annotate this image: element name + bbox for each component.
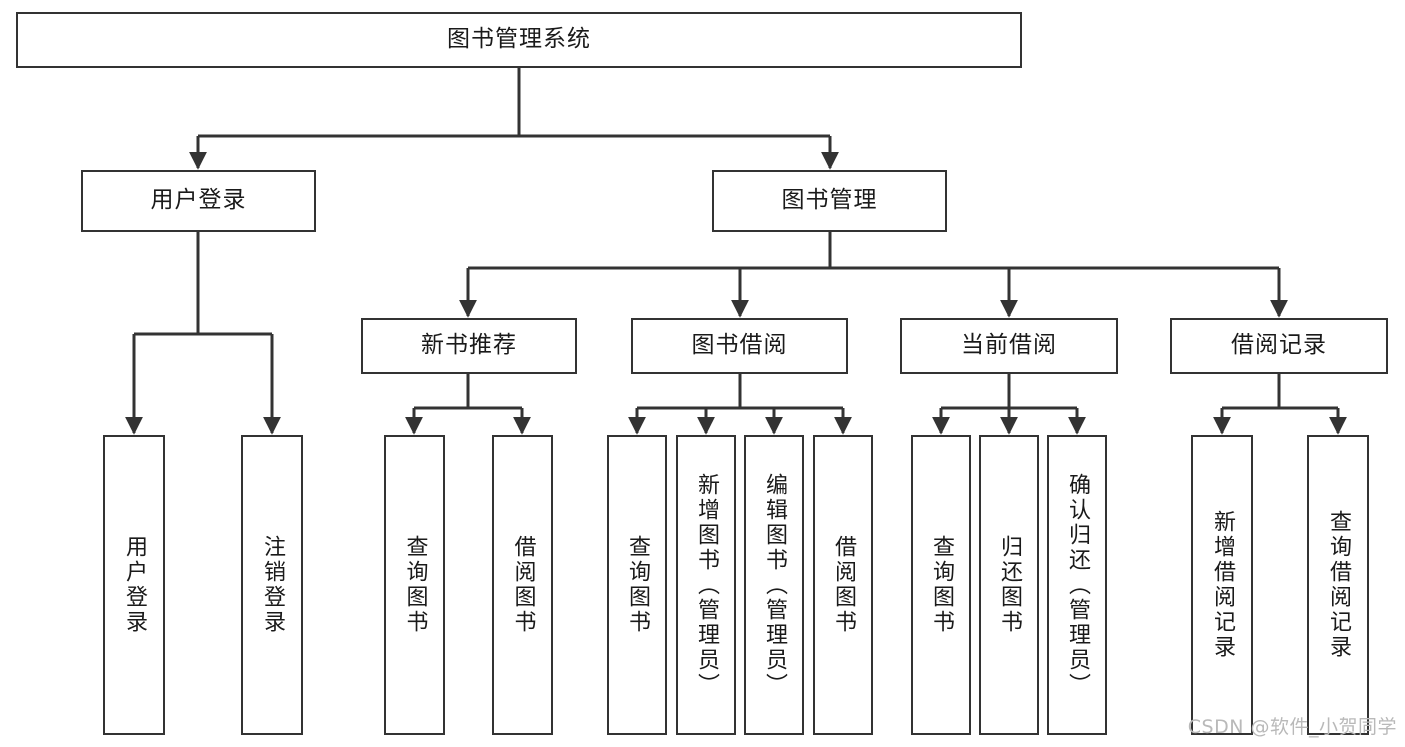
node-user-login-label: 用户登录 [150, 187, 247, 214]
node-leaf-add-book-label: 新增图书（管理员） [694, 472, 719, 698]
node-leaf-edit-book-label: 编辑图书（管理员） [762, 472, 787, 698]
node-leaf-logout[interactable]: 注销登录 [241, 435, 303, 735]
node-leaf-return-book-label: 归还图书 [997, 535, 1022, 635]
node-root-label: 图书管理系统 [447, 26, 591, 53]
node-leaf-query-book-2-label: 查询图书 [625, 535, 650, 635]
node-leaf-query-book-1[interactable]: 查询图书 [384, 435, 445, 735]
node-leaf-add-record-label: 新增借阅记录 [1210, 510, 1235, 660]
node-book-borrow-label: 图书借阅 [691, 332, 788, 359]
node-leaf-borrow-book-1[interactable]: 借阅图书 [492, 435, 553, 735]
node-leaf-confirm-return[interactable]: 确认归还（管理员） [1047, 435, 1107, 735]
node-leaf-query-book-2[interactable]: 查询图书 [607, 435, 667, 735]
node-user-login[interactable]: 用户登录 [81, 170, 316, 232]
node-leaf-query-book-3-label: 查询图书 [929, 535, 954, 635]
node-leaf-query-record[interactable]: 查询借阅记录 [1307, 435, 1369, 735]
node-leaf-user-login-label: 用户登录 [122, 535, 147, 635]
node-leaf-add-record[interactable]: 新增借阅记录 [1191, 435, 1253, 735]
node-borrow-record-label: 借阅记录 [1231, 332, 1327, 359]
node-leaf-user-login[interactable]: 用户登录 [103, 435, 165, 735]
node-leaf-query-book-1-label: 查询图书 [402, 535, 428, 635]
watermark: CSDN @软件_小贺同学 [1187, 716, 1397, 738]
node-current-borrow-label: 当前借阅 [961, 332, 1057, 359]
node-leaf-confirm-return-label: 确认归还（管理员） [1065, 472, 1090, 698]
node-leaf-query-record-label: 查询借阅记录 [1326, 510, 1351, 660]
node-leaf-edit-book[interactable]: 编辑图书（管理员） [744, 435, 804, 735]
node-book-manage-label: 图书管理 [781, 187, 878, 214]
node-leaf-logout-label: 注销登录 [260, 535, 285, 635]
node-leaf-return-book[interactable]: 归还图书 [979, 435, 1039, 735]
node-root[interactable]: 图书管理系统 [16, 12, 1022, 68]
node-leaf-borrow-book-2-label: 借阅图书 [831, 535, 856, 635]
node-borrow-record[interactable]: 借阅记录 [1170, 318, 1388, 374]
node-current-borrow[interactable]: 当前借阅 [900, 318, 1118, 374]
node-book-manage[interactable]: 图书管理 [712, 170, 947, 232]
node-book-borrow[interactable]: 图书借阅 [631, 318, 848, 374]
node-new-book-rec-label: 新书推荐 [421, 332, 517, 359]
node-leaf-borrow-book-1-label: 借阅图书 [510, 535, 536, 635]
node-new-book-rec[interactable]: 新书推荐 [361, 318, 577, 374]
node-leaf-query-book-3[interactable]: 查询图书 [911, 435, 971, 735]
node-leaf-add-book[interactable]: 新增图书（管理员） [676, 435, 736, 735]
node-leaf-borrow-book-2[interactable]: 借阅图书 [813, 435, 873, 735]
